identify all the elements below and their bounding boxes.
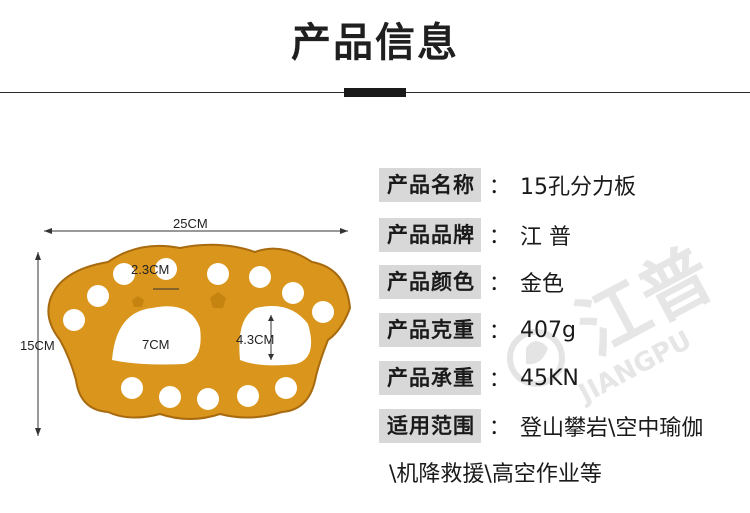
- spec-colon: ：: [489, 319, 510, 343]
- spec-value: 45KN: [520, 365, 579, 391]
- page-title: 产品信息: [291, 20, 459, 66]
- spec-label: 适用范围: [379, 409, 481, 443]
- spec-label: 产品颜色: [379, 265, 481, 299]
- spec-colon: ：: [489, 271, 510, 295]
- spec-label: 产品名称: [379, 168, 481, 202]
- spec-row-brand: 产品品牌 ： 江 普: [379, 218, 571, 252]
- spec-value: 江 普: [520, 225, 571, 250]
- height-dimension-label: 15CM: [20, 338, 55, 353]
- big-hole-width-label: 7CM: [142, 337, 170, 352]
- spec-row-name: 产品名称 ： 15孔分力板: [379, 168, 636, 202]
- spec-colon: ：: [489, 174, 510, 198]
- spec-row-weight: 产品克重 ： 407g: [379, 313, 576, 347]
- spec-row-load: 产品承重 ： 45KN: [379, 361, 579, 395]
- spec-colon: ：: [489, 415, 510, 439]
- spec-label: 产品品牌: [379, 218, 481, 252]
- hole-dimension-label: 2.3CM: [131, 262, 170, 277]
- spec-value: 15孔分力板: [520, 175, 636, 200]
- brand-watermark-logo: 江普 JIANGPU: [507, 233, 718, 410]
- spec-colon: ：: [489, 224, 510, 248]
- spec-label: 产品克重: [379, 313, 481, 347]
- spec-value: 407g: [520, 317, 576, 343]
- spec-row-color: 产品颜色 ： 金色: [379, 265, 564, 299]
- spec-row-usage: 适用范围 ： 登山攀岩\空中瑜伽: [379, 409, 703, 443]
- big-hole-height-label: 4.3CM: [236, 332, 275, 347]
- spec-value: 登山攀岩\空中瑜伽: [520, 416, 704, 441]
- rigging-plate-image: [35, 228, 352, 436]
- divider-accent: [344, 88, 406, 97]
- width-dimension-label: 25CM: [173, 216, 208, 231]
- spec-colon: ：: [489, 367, 510, 391]
- spec-value: 金色: [520, 272, 565, 297]
- spec-usage-continuation: \机降救援\高空作业等: [389, 462, 602, 487]
- spec-label: 产品承重: [379, 361, 481, 395]
